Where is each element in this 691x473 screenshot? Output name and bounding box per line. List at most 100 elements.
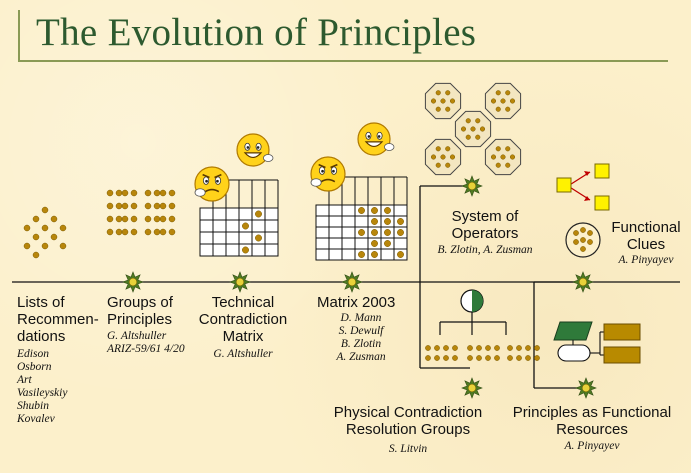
- dot: [23, 242, 31, 250]
- grid-matrices: [199, 176, 408, 261]
- dot: [50, 233, 58, 241]
- dot: [358, 251, 365, 258]
- dot: [490, 154, 497, 160]
- dot: [115, 215, 123, 223]
- dot: [443, 355, 449, 361]
- groups-authors: G. Altshuller ARIZ-59/61 4/20: [107, 330, 185, 355]
- dot: [434, 345, 440, 351]
- dot: [449, 98, 456, 104]
- dot: [435, 90, 441, 96]
- dot: [452, 345, 458, 351]
- dot: [159, 228, 167, 236]
- dot: [242, 246, 249, 254]
- dot: [525, 345, 531, 351]
- dot: [153, 189, 161, 197]
- dot: [490, 98, 497, 104]
- smiley-icon: [310, 156, 346, 192]
- dot: [168, 215, 176, 223]
- dot: [573, 230, 579, 236]
- dot: [434, 355, 440, 361]
- dot-clusters: [23, 189, 540, 361]
- lists-authors: Edison Osborn Art Vasileyskiy Shubin Kov…: [17, 348, 68, 425]
- functional-resources-authors: A. Pinyayev: [564, 440, 620, 452]
- dot: [452, 355, 458, 361]
- dot: [130, 215, 138, 223]
- star-node-icon: [229, 271, 251, 293]
- smiley-icon: [194, 166, 230, 202]
- star-node-icon: [122, 271, 144, 293]
- dot: [573, 239, 579, 245]
- dot: [159, 202, 167, 210]
- dot: [106, 228, 114, 236]
- dot: [371, 251, 378, 258]
- functional-clues-title: Functional Clues: [611, 219, 681, 253]
- dot: [460, 126, 467, 132]
- dot: [495, 146, 501, 152]
- operator-octagon: [424, 82, 462, 120]
- dot: [425, 355, 431, 361]
- dot: [580, 246, 586, 252]
- dot: [475, 134, 481, 140]
- smiley-icon: [357, 122, 395, 156]
- star-node-icon: [575, 377, 597, 399]
- star-node-icon: [461, 377, 483, 399]
- dot: [445, 90, 451, 96]
- dot: [587, 230, 593, 236]
- dot: [168, 228, 176, 236]
- dot: [467, 355, 473, 361]
- dot: [23, 224, 31, 232]
- dot: [159, 215, 167, 223]
- dot: [106, 189, 114, 197]
- dot: [144, 189, 152, 197]
- dot: [397, 251, 404, 258]
- dot: [41, 206, 49, 214]
- dot: [445, 162, 451, 168]
- dot: [159, 189, 167, 197]
- dot: [255, 210, 262, 218]
- dot: [534, 345, 540, 351]
- functional-resources-title: Principles as Functional Resources: [512, 404, 672, 438]
- dot: [121, 215, 129, 223]
- dot: [534, 355, 540, 361]
- dot: [371, 207, 378, 214]
- dot: [465, 134, 471, 140]
- dot: [445, 106, 451, 112]
- dot: [435, 106, 441, 112]
- dot: [144, 228, 152, 236]
- matrix-2003-title: Matrix 2003: [317, 294, 396, 311]
- dot: [384, 240, 391, 247]
- dot: [242, 222, 249, 230]
- dot: [106, 202, 114, 210]
- dot: [50, 215, 58, 223]
- dot: [479, 126, 486, 132]
- dot: [509, 154, 516, 160]
- operator-octagon: [424, 138, 462, 176]
- dot: [507, 345, 513, 351]
- dot: [384, 218, 391, 225]
- dot: [476, 345, 482, 351]
- slide-title: The Evolution of Principles: [36, 11, 477, 54]
- dot: [121, 228, 129, 236]
- dot: [59, 242, 67, 250]
- dot: [505, 146, 511, 152]
- dot: [425, 345, 431, 351]
- title-rule-vertical: [18, 10, 20, 62]
- lists-title: Lists of Recommen- dations: [17, 294, 99, 345]
- physical-groups-icon: [439, 289, 507, 335]
- dot: [59, 224, 67, 232]
- dot: [500, 98, 506, 104]
- dot: [587, 239, 593, 245]
- dot: [475, 118, 481, 124]
- dot: [580, 237, 586, 243]
- dot: [153, 228, 161, 236]
- dot: [121, 189, 129, 197]
- dot: [32, 215, 40, 223]
- dot: [41, 224, 49, 232]
- dot: [580, 227, 586, 233]
- dot: [485, 345, 491, 351]
- dot: [130, 202, 138, 210]
- dot: [153, 202, 161, 210]
- dot: [449, 154, 456, 160]
